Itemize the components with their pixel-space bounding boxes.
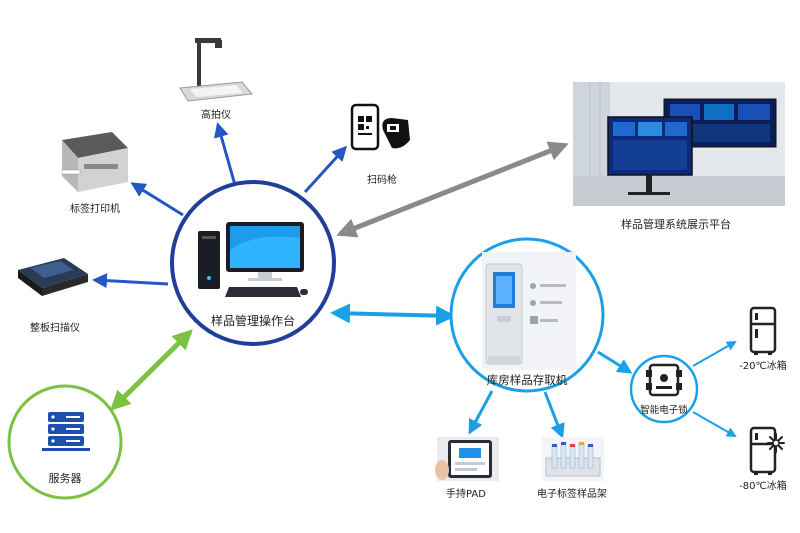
label-printer-icon <box>61 132 128 192</box>
sample-rack-icon <box>542 437 604 481</box>
smart-lock-node[interactable]: 智能电子锁 <box>629 354 699 424</box>
display-platform-label: 样品管理系统展示平台 <box>621 217 731 231</box>
handheld-pad-node[interactable]: 手持PAD <box>435 437 499 500</box>
label-printer-node[interactable]: 标签打印机 <box>61 132 128 215</box>
arrow-to-pad <box>468 390 494 435</box>
center-label: 样品管理操作台 <box>211 313 295 328</box>
label-printer-label: 标签打印机 <box>70 202 120 215</box>
plate-scanner-node[interactable]: 整板扫描仪 <box>18 258 88 334</box>
arrow-to-lock <box>597 350 633 374</box>
arrow-to-document-camera <box>214 122 237 186</box>
arrow-to-fridge-80 <box>692 411 737 437</box>
fridge-80-node[interactable]: -80℃冰箱 <box>739 426 787 492</box>
storage-machine-label: 库房样品存取机 <box>487 373 568 387</box>
arrow-to-plate-scanner <box>92 273 169 289</box>
document-camera-label: 高拍仪 <box>201 108 231 121</box>
sample-rack-node[interactable]: 电子标签样品架 <box>537 437 607 500</box>
scanner-gun-node[interactable]: 扫码枪 <box>350 103 410 186</box>
center-node[interactable]: 样品管理操作台 <box>170 180 336 346</box>
storage-machine-node[interactable]: 库房样品存取机 <box>449 237 605 393</box>
arrow-to-fridge-20 <box>692 341 737 367</box>
arrow-to-rack <box>543 391 565 439</box>
fridge-80-label: -80℃冰箱 <box>739 479 787 492</box>
qr-scanner-icon <box>350 103 410 151</box>
lock-icon <box>646 363 682 397</box>
fridge-20-label: -20℃冰箱 <box>739 359 787 372</box>
scanner-gun-label: 扫码枪 <box>367 173 397 186</box>
arrow-to-label-printer <box>130 182 184 217</box>
server-node[interactable]: 服务器 <box>7 384 123 500</box>
handheld-pad-label: 手持PAD <box>446 487 486 500</box>
plate-scanner-icon <box>18 258 88 296</box>
desktop-computer-icon <box>198 222 308 297</box>
arrow-to-scanner-gun <box>303 145 348 194</box>
storage-kiosk-image <box>482 252 576 370</box>
connectors <box>92 122 737 439</box>
server-icon <box>42 412 90 451</box>
document-camera-node[interactable]: 高拍仪 <box>179 38 253 121</box>
tablet-icon <box>435 437 499 481</box>
fridge-icon <box>749 306 777 355</box>
document-camera-icon <box>179 38 253 102</box>
smart-lock-label: 智能电子锁 <box>640 404 688 416</box>
arrow-center-storage-machine <box>330 303 456 326</box>
display-platform-node[interactable]: 样品管理系统展示平台 <box>573 82 785 231</box>
plate-scanner-label: 整板扫描仪 <box>30 321 80 334</box>
display-wall-photo <box>573 82 785 206</box>
sample-rack-label: 电子标签样品架 <box>537 487 607 500</box>
server-label: 服务器 <box>49 472 82 485</box>
fridge-20-node[interactable]: -20℃冰箱 <box>739 306 787 372</box>
freezer-icon <box>749 426 785 475</box>
arrow-center-display-platform <box>336 141 569 238</box>
arrow-center-server <box>110 329 193 411</box>
